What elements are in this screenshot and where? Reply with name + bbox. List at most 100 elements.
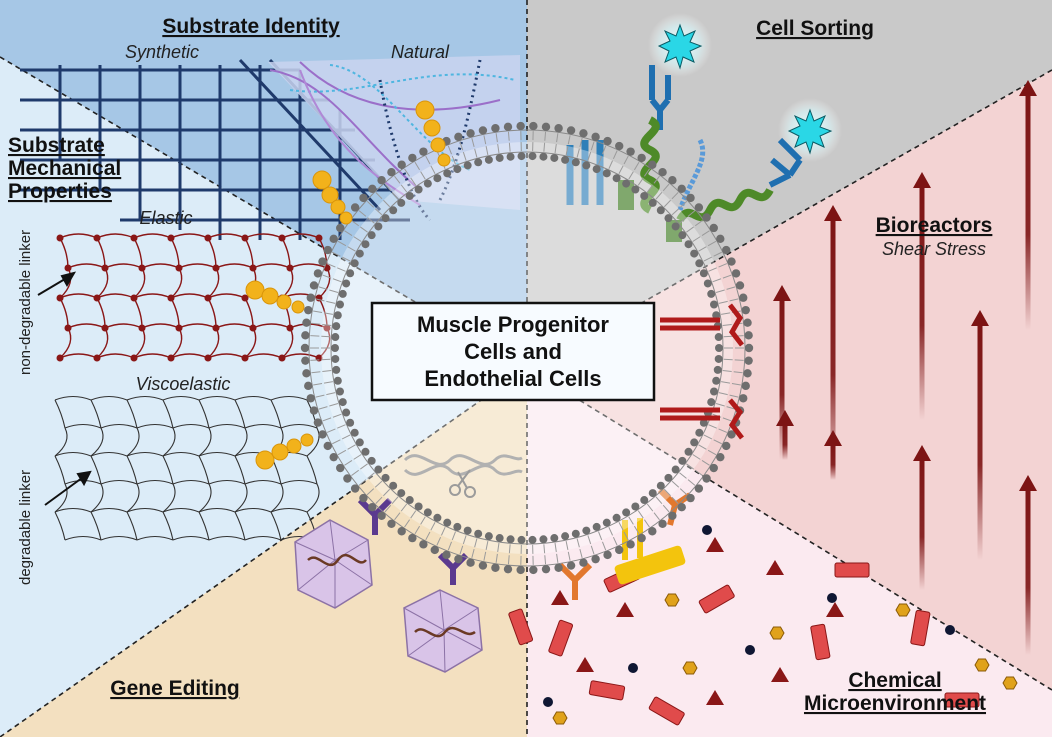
lipid-tail <box>414 161 421 171</box>
lipid-head <box>309 281 319 290</box>
molecule-hexagon <box>974 658 990 672</box>
lipid-tail <box>663 488 671 497</box>
lipid-tail <box>701 230 710 236</box>
lipid-head <box>336 463 345 473</box>
viscoelastic-link <box>100 535 138 541</box>
lipid-head <box>612 513 621 522</box>
viscoelastic-network <box>54 395 320 541</box>
viscoelastic-link <box>270 399 282 429</box>
elastic-node <box>64 264 72 272</box>
lipid-head <box>466 558 475 567</box>
lipid-tail <box>694 220 703 227</box>
lipid-head <box>397 198 406 207</box>
lipid-head <box>333 376 342 385</box>
lipid-head <box>331 333 340 342</box>
molecule-dot <box>702 525 712 535</box>
sector-gene-editing <box>0 368 527 737</box>
elastic-node <box>101 264 109 272</box>
lipid-tail <box>726 406 736 410</box>
lipid-head <box>591 132 600 142</box>
lipid-tail <box>375 192 383 200</box>
lipid-tail <box>565 540 569 550</box>
lipid-head <box>664 214 673 223</box>
lipid-tail <box>383 488 391 497</box>
viscoelastic-link <box>244 423 282 429</box>
sector-cell-sorting <box>527 0 1052 368</box>
lipid-tail <box>567 135 571 145</box>
lipid-head <box>419 540 428 549</box>
lipid-head <box>658 519 667 529</box>
mechanical-title-1: Substrate <box>8 134 105 157</box>
viscoelastic-link <box>270 507 308 513</box>
lipid-head <box>571 529 580 538</box>
receptor-icon <box>357 497 393 535</box>
lipid-tail <box>722 324 732 327</box>
elastic-node <box>93 234 101 242</box>
lipid-tail <box>351 469 360 476</box>
center-label-box: Muscle Progenitor Cells and Endothelial … <box>370 301 656 402</box>
viscoelastic-link <box>90 427 104 457</box>
shear-arrow-head <box>773 285 791 301</box>
divider-right-lower <box>526 367 1052 691</box>
lipid-head <box>712 376 721 385</box>
shear-arrow-shaft <box>830 217 836 480</box>
bioreactors-title: Bioreactors <box>876 214 993 237</box>
lipid-head <box>539 152 548 161</box>
lipid-tail <box>707 240 717 247</box>
lipid-head <box>304 381 313 391</box>
lipid-tail <box>543 142 546 152</box>
elastic-node <box>175 264 183 272</box>
viscoelastic-link <box>198 511 210 541</box>
lipid-head <box>702 474 711 483</box>
lipid-tail <box>337 424 346 429</box>
fluorophore-icon <box>657 23 703 70</box>
lipid-tail <box>471 138 475 147</box>
lipid-head <box>335 300 344 309</box>
fluorophore-icon <box>787 108 833 155</box>
lipid-head <box>343 474 352 483</box>
lipid-tail <box>734 359 744 361</box>
molecule-dot <box>628 663 638 673</box>
lipid-tail <box>686 463 694 470</box>
elastic-node <box>175 324 183 332</box>
lipid-head <box>582 161 591 170</box>
lipid-head <box>602 518 611 527</box>
lipid-head <box>722 441 731 451</box>
lipid-head <box>710 300 719 309</box>
molecule-rect <box>810 623 831 661</box>
shear-stress-label: Shear Stress <box>882 239 986 259</box>
lipid-tail <box>671 496 679 504</box>
viscoelastic-link <box>306 427 320 457</box>
lipid-head <box>332 365 341 374</box>
shear-stress-arrows <box>773 80 1037 655</box>
viscoelastic-link <box>162 395 200 401</box>
lipid-head <box>529 565 538 575</box>
molecule-dot <box>745 645 755 655</box>
lipid-head <box>648 160 657 169</box>
lipid-tail <box>692 236 701 242</box>
lipid-tail <box>722 274 732 279</box>
lipid-tail <box>321 358 331 361</box>
lipid-tail <box>447 145 453 155</box>
viscoelastic-link <box>90 455 102 485</box>
elastic-node <box>93 294 101 302</box>
lipid-tail <box>344 460 353 466</box>
lipid-tail <box>598 531 603 541</box>
viscoelastic-link <box>136 423 174 429</box>
lipid-tail <box>729 394 739 398</box>
substrate-identity-title: Substrate Identity <box>162 15 340 38</box>
viscoelastic-link <box>234 511 246 541</box>
lipid-tail <box>579 138 583 147</box>
lipid-head <box>694 203 704 212</box>
lipid-tail <box>436 536 442 546</box>
lipid-head <box>433 174 442 183</box>
viscoelastic-link <box>64 423 102 429</box>
lipid-tail <box>430 165 436 175</box>
lipid-head <box>443 169 452 178</box>
elastic-node <box>56 294 64 302</box>
lipid-tail <box>337 449 347 456</box>
lipid-tail <box>713 251 722 257</box>
lipid-tail <box>590 545 595 555</box>
lipid-head <box>615 545 624 555</box>
